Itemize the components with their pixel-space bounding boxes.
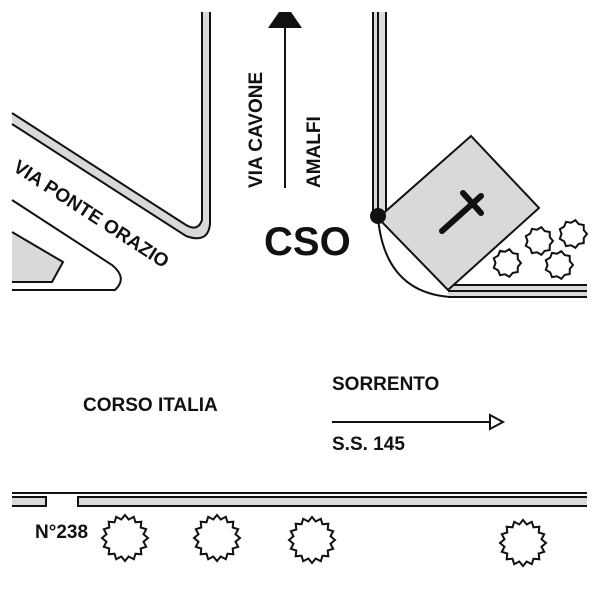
tree-icon bbox=[524, 225, 555, 257]
arrow-right-icon bbox=[332, 413, 506, 431]
via-cavone-road bbox=[372, 12, 387, 212]
location-dot-icon[interactable] bbox=[370, 208, 386, 224]
tree-icon bbox=[544, 249, 575, 281]
church-side-road bbox=[448, 284, 587, 298]
corso-italia-road bbox=[12, 492, 587, 507]
upper-left-road bbox=[11, 12, 211, 240]
church-with-cross-icon bbox=[439, 190, 484, 234]
tree-icon bbox=[100, 513, 150, 563]
location-label: CSO bbox=[264, 220, 351, 264]
street-label-via-cavone: VIA CAVONE bbox=[246, 72, 267, 188]
street-label-corso-italia: CORSO ITALIA bbox=[83, 395, 218, 416]
tree-icon bbox=[192, 513, 242, 563]
house-number-label: N°238 bbox=[35, 522, 88, 543]
corner-curve bbox=[377, 217, 451, 298]
street-trees bbox=[100, 513, 548, 568]
church-garden-trees bbox=[492, 218, 589, 281]
church bbox=[376, 134, 541, 292]
tree-icon bbox=[287, 515, 337, 565]
destination-label-sorrento: SORRENTO bbox=[332, 374, 439, 395]
tree-icon bbox=[558, 218, 589, 250]
tree-icon bbox=[492, 247, 523, 279]
road-code-label: S.S. 145 bbox=[332, 434, 405, 455]
traffic-island bbox=[11, 199, 122, 291]
tree-icon bbox=[498, 518, 548, 568]
destination-label-amalfi: AMALFI bbox=[304, 116, 325, 188]
arrow-up-icon bbox=[268, 12, 302, 188]
